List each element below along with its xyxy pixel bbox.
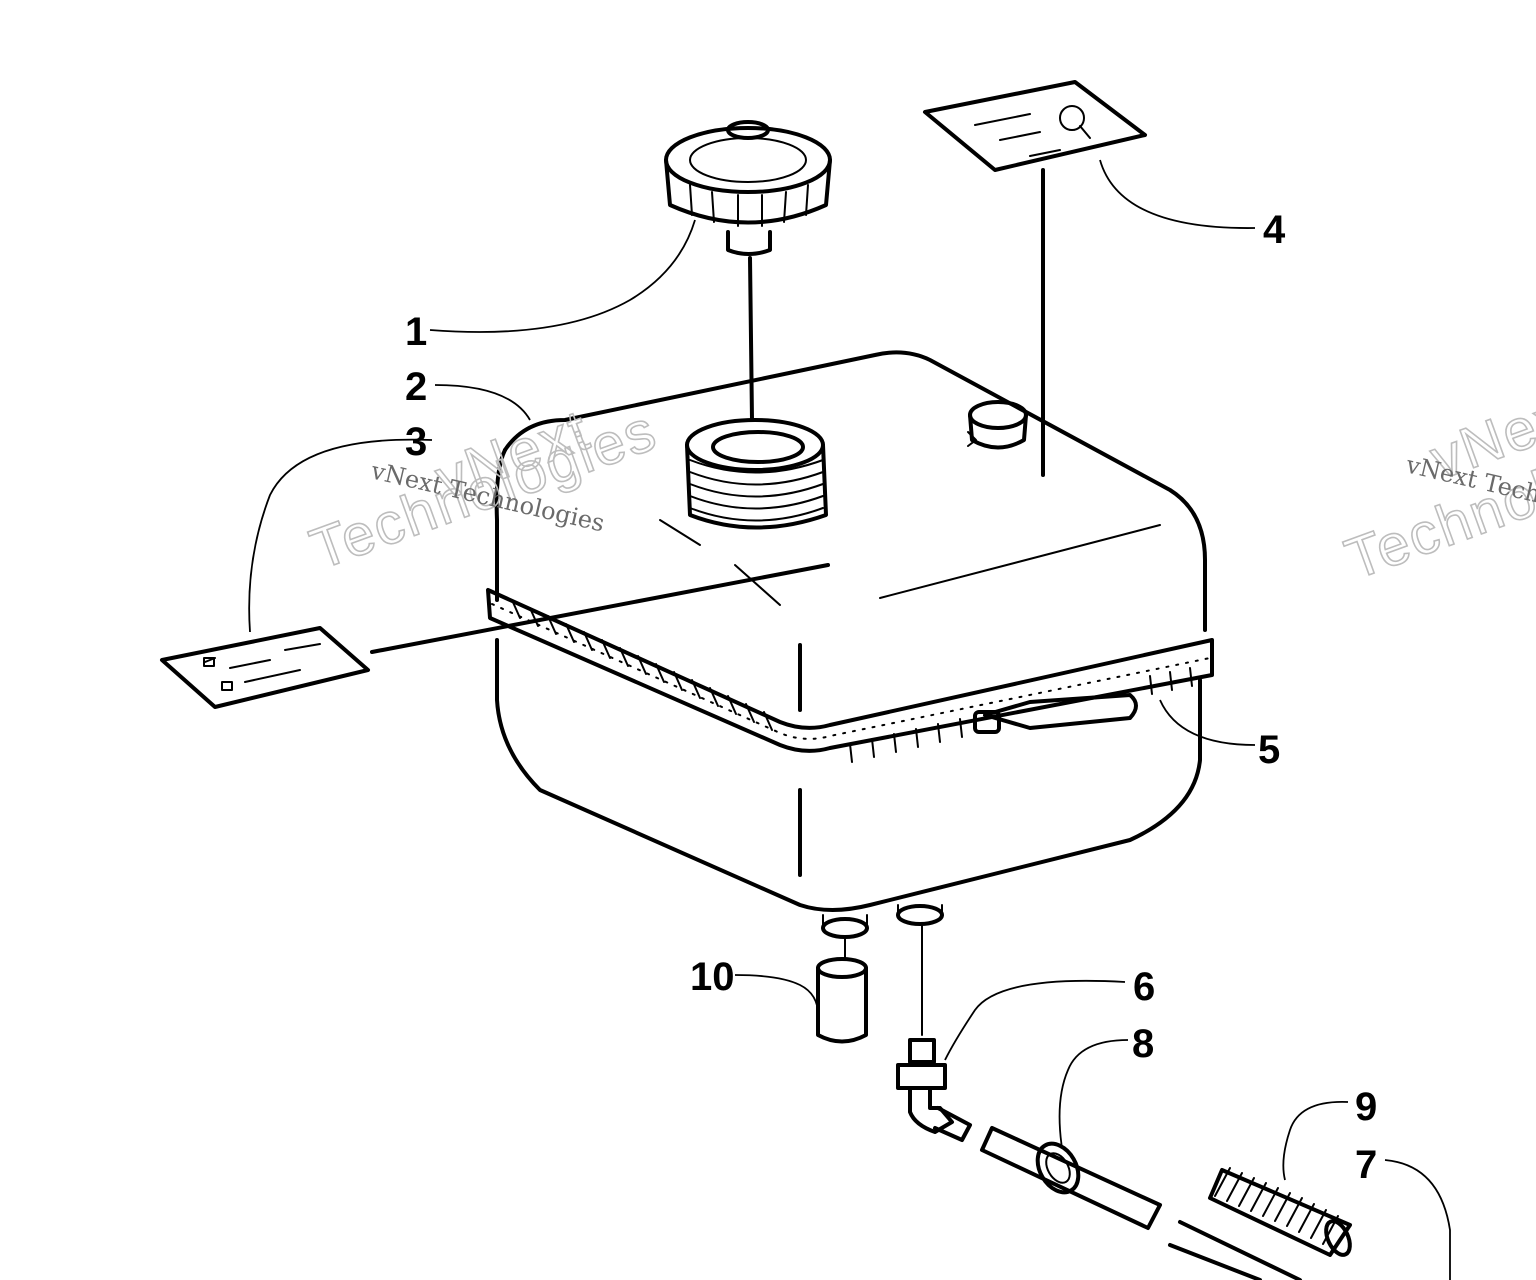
callout-4: 4 [1263,208,1286,252]
callout-8: 8 [1132,1022,1154,1066]
callout-1: 1 [405,310,427,354]
filler-neck [685,418,828,530]
callout-10: 10 [690,955,735,999]
decal-top [923,80,1147,477]
watermark-left: vNext Technologies vNext Technologies [301,396,666,583]
filler-cap [664,120,832,422]
tank-strap [486,588,1214,763]
callout-9: 9 [1355,1085,1377,1129]
callout-5: 5 [1258,728,1280,772]
watermark-right: vNext Technologies vNext Technologies [1336,376,1536,593]
fuel-tank [494,350,1207,939]
decal-side [160,563,830,709]
fuel-hose [980,1126,1302,1280]
elbow-fitting [896,924,972,1142]
callout-6: 6 [1133,965,1155,1009]
callout-3: 3 [405,420,427,464]
hose-spring [1208,1167,1352,1257]
callout-2: 2 [405,365,427,409]
callout-7: 7 [1355,1143,1377,1187]
leader-lines [248,159,1451,1280]
drain-plug [816,936,868,1044]
vent-boss [967,400,1028,450]
